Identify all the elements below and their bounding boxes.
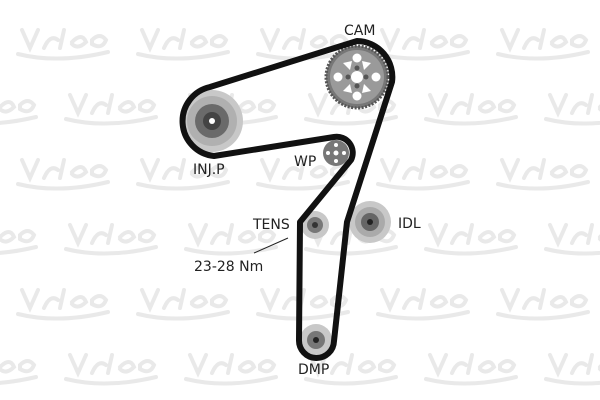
valeo-watermark-logo [544,223,600,256]
tensioner-pulley [301,211,329,239]
valeo-watermark-logo [64,223,158,256]
valeo-watermark-logo [544,93,600,126]
valeo-watermark-logo [0,229,38,255]
valeo-watermark-logo [376,158,470,191]
valeo-watermark-logo [0,99,38,125]
valeo-watermark-logo [136,158,230,191]
valeo-watermark-logo [184,353,278,386]
valeo-watermark-logo [256,28,350,61]
valeo-watermark-logo [0,359,38,385]
label-injection-pump: INJ.P [193,162,225,178]
injection-pump-pulley [181,90,243,152]
valeo-watermark-logo [544,353,600,386]
damper-pulley [300,324,332,356]
label-tensioner: TENS [252,217,290,233]
valeo-watermark-logo [184,223,278,256]
label-damper: DMP [298,362,329,378]
valeo-watermark-logo [304,353,398,386]
valeo-watermark-logo [16,28,110,61]
timing-belt [179,38,396,361]
cam-gear [324,44,390,110]
valeo-watermark-logo [424,93,518,126]
label-water-pump: WP [294,154,316,170]
valeo-watermark-logo [496,158,590,191]
torque-leader-line [253,237,289,254]
valeo-watermark-logo [16,288,110,321]
valeo-watermark-logo [136,288,230,321]
valeo-watermark-logo [424,353,518,386]
label-torque: 23-28 Nm [194,259,263,275]
valeo-watermark-logo [256,158,350,191]
valeo-watermark-logo [64,353,158,386]
valeo-watermark-logo [424,223,518,256]
valeo-watermark-logo [64,93,158,126]
valeo-watermark-logo [496,288,590,321]
water-pump-pulley [323,140,349,166]
valeo-watermark-logo [376,288,470,321]
valeo-watermark-logo [136,28,230,61]
idler-pulley [349,201,391,243]
valeo-watermark-logo [376,28,470,61]
label-cam: CAM [344,23,375,39]
label-idler: IDL [398,216,421,232]
valeo-watermark-logo [496,28,590,61]
valeo-watermark-logo [16,158,110,191]
